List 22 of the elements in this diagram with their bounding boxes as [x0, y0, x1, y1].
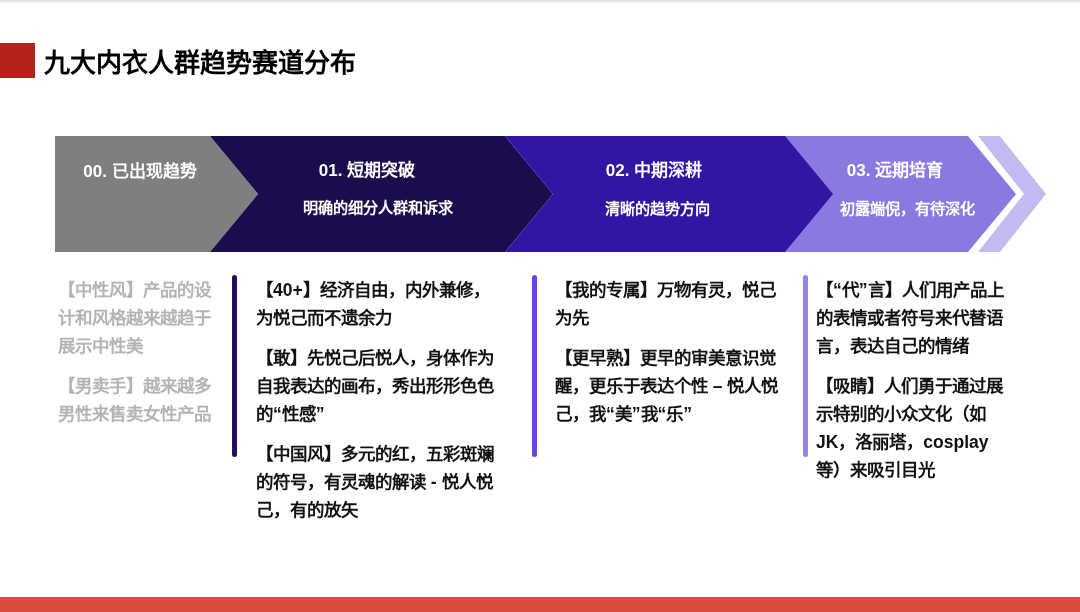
stage-band	[210, 136, 553, 252]
trend-note: 【“代”言】人们用产品上的表情或者符号来代替语言，表达自己的情绪	[816, 279, 1005, 358]
stage-band	[785, 136, 1016, 252]
trend-note: 【中性风】产品的设计和风格越来越趋于展示中性美	[58, 279, 212, 358]
trend-note: 【中国风】多元的红，五彩斑斓的符号，有灵魂的解读 - 悦人悦己，有的放矢	[256, 443, 495, 522]
chevron-shape	[978, 136, 1046, 252]
stage-band	[55, 136, 258, 252]
stage-subtitle: 初露端倪，有待深化	[839, 199, 975, 219]
trend-note: 【40+】经济自由，内外兼修，为悦己而不遗余力	[256, 279, 491, 330]
trend-note: 【吸睛】人们勇于通过展示特别的小众文化（如JK，洛丽塔，cosplay等）来吸引目光	[816, 375, 1005, 482]
stage-subtitle: 清晰的趋势方向	[604, 199, 710, 219]
stage-band	[505, 136, 834, 252]
trend-note: 【敢】先悦己后悦人，身体作为自我表达的画布，秀出形形色色的“性感”	[256, 347, 495, 426]
title: 九大内衣人群趋势赛道分布	[44, 48, 356, 79]
stage-title: 03. 远期培育	[846, 160, 944, 182]
trend-note: 【我的专属】万物有灵，悦己为先	[555, 279, 777, 330]
stage-subtitle: 明确的细分人群和诉求	[303, 198, 453, 218]
stage-title: 01. 短期突破	[318, 160, 416, 182]
stage-title: 00. 已出现趋势	[83, 161, 197, 183]
trend-note: 【男卖手】越来越多男性来售卖女性产品	[58, 375, 212, 426]
stage-title: 02. 中期深耕	[605, 160, 703, 182]
trend-note: 【更早熟】更早的审美意识觉醒，更乐于表达个性 – 悦人悦己，我“美”我“乐”	[555, 347, 780, 426]
